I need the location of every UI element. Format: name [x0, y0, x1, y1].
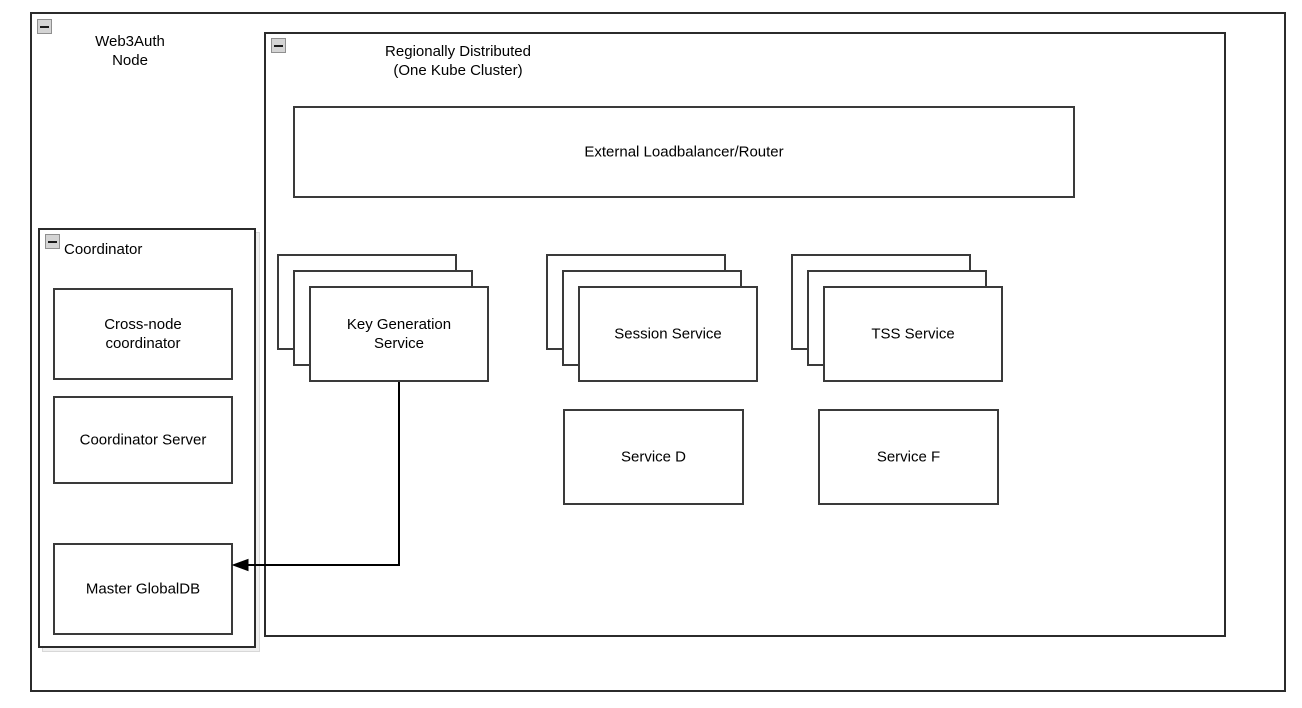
- session-service-label: Session Service: [614, 325, 722, 343]
- coordinator-server-box[interactable]: Coordinator Server: [53, 396, 233, 484]
- web3auth-node-title: Web3Auth Node: [95, 33, 165, 69]
- service-f-label: Service F: [876, 448, 941, 466]
- master-globaldb-box[interactable]: Master GlobalDB: [53, 543, 233, 635]
- tss-service-layer-front[interactable]: TSS Service: [823, 286, 1003, 382]
- session-service-stack[interactable]: Session Service: [546, 254, 758, 382]
- external-loadbalancer-router-label: External Loadbalancer/Router: [584, 143, 784, 161]
- kube-cluster-collapse-icon[interactable]: [271, 38, 286, 53]
- web3auth-node-collapse-icon[interactable]: [37, 19, 52, 34]
- tss-service-label: TSS Service: [871, 325, 955, 343]
- service-d-label: Service D: [620, 448, 687, 466]
- service-f-box[interactable]: Service F: [818, 409, 999, 505]
- key-generation-service-label: Key Generation Service: [346, 316, 452, 352]
- service-d-box[interactable]: Service D: [563, 409, 744, 505]
- coordinator-server-label: Coordinator Server: [79, 431, 207, 449]
- cross-node-coordinator-box[interactable]: Cross-node coordinator: [53, 288, 233, 380]
- tss-service-stack[interactable]: TSS Service: [791, 254, 1003, 382]
- cross-node-coordinator-label: Cross-node coordinator: [104, 316, 182, 352]
- master-globaldb-label: Master GlobalDB: [85, 580, 201, 598]
- coordinator-title: Coordinator: [64, 241, 143, 258]
- key-generation-service-stack[interactable]: Key Generation Service: [277, 254, 489, 382]
- kube-cluster-title: Regionally Distributed (One Kube Cluster…: [385, 43, 531, 79]
- session-service-layer-front[interactable]: Session Service: [578, 286, 758, 382]
- key-generation-service-layer-front[interactable]: Key Generation Service: [309, 286, 489, 382]
- coordinator-collapse-icon[interactable]: [45, 234, 60, 249]
- external-loadbalancer-router-box[interactable]: External Loadbalancer/Router: [293, 106, 1075, 198]
